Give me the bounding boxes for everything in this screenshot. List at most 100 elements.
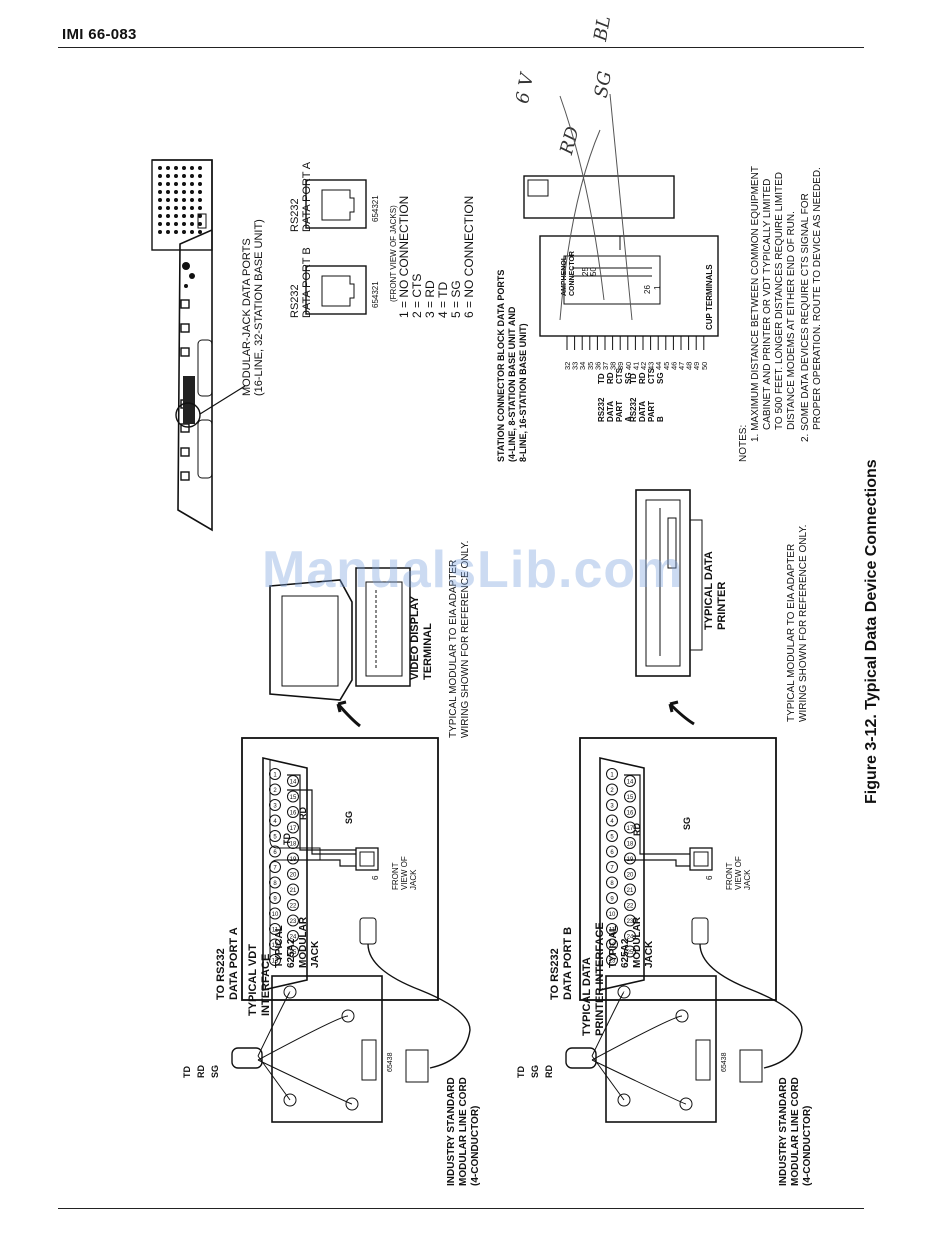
db25-pin-number: 3 — [610, 804, 614, 810]
db25-pin — [606, 954, 618, 966]
connector-pin-dot — [158, 190, 162, 194]
db25-pin — [287, 945, 299, 958]
vdt-interface-2: INTERFACE — [260, 954, 272, 1016]
db25-shell — [599, 756, 645, 992]
note-line-4: DISTANCE MODEMS AT EITHER END OF RUN. — [786, 211, 797, 430]
terminal-number: 34 — [578, 362, 587, 370]
port-a-part-1: RS232 — [597, 397, 606, 422]
port-b-sig-cts: CTS — [647, 367, 656, 384]
db25-pin-number: 20 — [290, 873, 297, 879]
db25-pin — [624, 899, 636, 911]
db25-pin-number: 22 — [290, 904, 297, 910]
connector-pin-dot — [166, 166, 170, 170]
db25-pin — [269, 814, 281, 827]
db25-pin-number: 16 — [290, 811, 297, 817]
db25-pin-number: 23 — [627, 919, 634, 925]
connector-pin-dot — [190, 166, 194, 170]
printer-sig-td: TD — [516, 1066, 526, 1078]
printer-line-cord-3: (4-CONDUCTOR) — [802, 1106, 813, 1186]
vdt-line-cord-2: MODULAR LINE CORD — [458, 1077, 469, 1186]
db25-pin — [624, 945, 636, 958]
terminal-number: 42 — [639, 362, 648, 370]
db25-pin-number: 6 — [610, 850, 614, 856]
db25-pin-number: 22 — [627, 904, 634, 910]
db25-pin-number: 8 — [610, 881, 614, 887]
terminal-number: 35 — [586, 362, 595, 370]
terminal-number: 33 — [571, 362, 580, 370]
db25-pin — [624, 883, 636, 896]
terminal-number: 38 — [609, 362, 618, 370]
db25-pin-number: 16 — [627, 811, 634, 817]
vdt-sig-sg: SG — [210, 1065, 220, 1078]
vdt-wire-sg: SG — [344, 811, 354, 824]
db25-pin — [269, 768, 281, 780]
connector-pin-dot — [190, 214, 194, 218]
vdt-device-label-1: VIDEO DISPLAY — [409, 595, 421, 680]
connector-pin-dot — [198, 166, 202, 170]
printer-wire-rd: RD — [632, 823, 642, 836]
connector-pin-dot — [158, 230, 162, 234]
terminal-number: 39 — [616, 362, 625, 370]
db25-pin-number: 9 — [273, 897, 277, 903]
video-display-terminal — [269, 567, 411, 701]
card-connector-grid — [158, 166, 202, 234]
db25-pin-number: 21 — [627, 888, 634, 894]
db25-pin-number: 4 — [610, 819, 614, 825]
vdt-wiring-lines — [287, 774, 356, 867]
printer-sig-rd: RD — [544, 1065, 554, 1078]
db25-pin-number: 11 — [272, 928, 279, 934]
db25-pin-number: 14 — [290, 780, 297, 786]
connector-pin-dot — [174, 230, 178, 234]
db25-pin-number: 2 — [610, 788, 614, 794]
db25-pin — [287, 821, 299, 834]
db25-pin — [606, 783, 618, 796]
port-a-sig-td: TD — [597, 373, 606, 384]
connector-pin-dot — [158, 166, 162, 170]
connector-pin-dot — [166, 182, 170, 186]
terminal-number: 43 — [647, 362, 656, 370]
db25-pin — [269, 799, 281, 811]
db25-pin-number: 17 — [627, 826, 634, 832]
printer-wire-sg: SG — [682, 817, 692, 830]
port-a-sig-sg: SG — [624, 372, 633, 384]
figure-caption: Figure 3-12. Typical Data Device Connect… — [863, 459, 880, 804]
printer-jack-name-4: JACK — [644, 940, 655, 968]
connector-pin-dot — [174, 198, 178, 202]
db25-pin — [269, 783, 281, 796]
vdt-part-code: 65438 — [387, 1052, 394, 1072]
db25-pin-number: 21 — [290, 888, 297, 894]
card-jack — [180, 299, 190, 309]
db25-pin — [287, 868, 299, 880]
vdt-wire-td: TD — [282, 833, 292, 845]
terminal-number: 45 — [662, 362, 671, 370]
connector-pin-dot — [182, 206, 186, 210]
connector-pin-dot — [174, 222, 178, 226]
connector-pin-dot — [182, 174, 186, 178]
printer-front-view-1: FRONT — [725, 862, 734, 890]
db25-pin-number: 15 — [627, 795, 634, 801]
db25-pin-number: 17 — [290, 826, 297, 832]
connector-pin-dot — [174, 190, 178, 194]
db25-pin — [606, 845, 618, 858]
port-a-sig-cts: CTS — [615, 367, 624, 384]
connector-pin-dot — [182, 198, 186, 202]
db25-pin-number: 25 — [290, 950, 297, 956]
terminal-number: 32 — [563, 362, 572, 370]
note-line-5: 2. SOME DATA DEVICES REQUIRE CTS SIGNAL … — [800, 193, 811, 442]
connector-pin-dot — [174, 182, 178, 186]
vdt-interface-1: TYPICAL VDT — [247, 944, 259, 1016]
db25-pin — [269, 938, 281, 951]
db25-pin — [269, 892, 281, 904]
amphenol-pin-1: 1 — [653, 285, 662, 290]
port-b-label-1: RS232 — [289, 284, 301, 318]
pin-map-entry: 2 = CTS — [410, 274, 424, 318]
notes-title: NOTES: — [738, 425, 749, 462]
connector-pin-dot — [198, 198, 202, 202]
db25-pin-number: 18 — [627, 842, 634, 848]
db25-pin — [606, 830, 618, 842]
db25-pin-number: 10 — [272, 912, 279, 918]
printer-device-label-1: TYPICAL DATA — [703, 551, 715, 630]
vdt-front-view-2: VIEW OF — [400, 856, 409, 890]
pin-map-entry: 4 = TD — [436, 282, 450, 318]
